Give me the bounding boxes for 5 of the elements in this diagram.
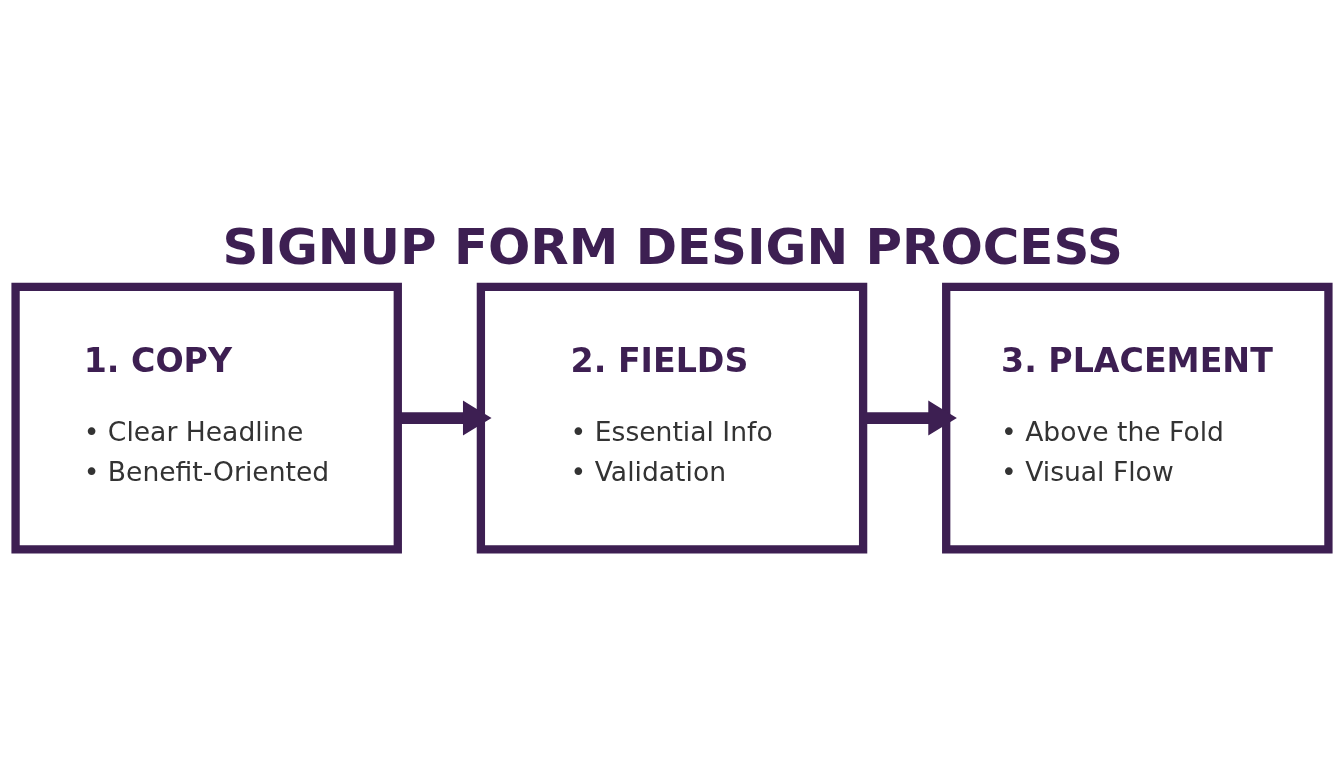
arrow <box>398 400 492 436</box>
diagram-title: SIGNUP FORM DESIGN PROCESS <box>222 217 1123 276</box>
node-box: 1. COPY • Clear Headline • Benefit-Oriented <box>11 282 402 554</box>
node-box: 3. PLACEMENT • Above the Fold • Visual Flow <box>942 282 1333 554</box>
node-box: 2. FIELDS • Essential Info • Validation <box>476 282 868 554</box>
